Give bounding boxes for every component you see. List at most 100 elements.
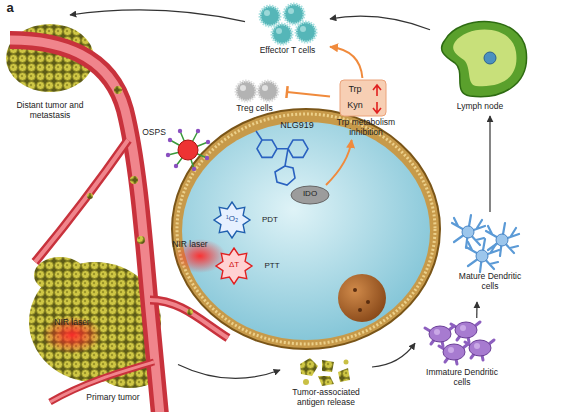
treg-group: Treg cells (222, 78, 287, 122)
node-label: Mature Dendritic cells (454, 272, 526, 291)
callout-label: OSPS (138, 128, 170, 138)
cell-membrane (172, 109, 440, 349)
chain-end (196, 129, 200, 133)
antigen-group: Tumor-associated antigen release (280, 352, 372, 412)
node-label: Treg cells (222, 104, 287, 114)
node-label: Tumor-associated antigen release (286, 388, 366, 407)
down-arrow (373, 102, 381, 113)
lymph-node: Lymph node (430, 18, 530, 116)
node-label: Trp (342, 84, 368, 94)
antigen-dot (303, 379, 309, 385)
ptt-star-shape (216, 248, 252, 284)
treg-cell (258, 81, 278, 101)
vessel-branch (35, 140, 128, 262)
metabolism-box: TrpKynTrp metabolism inhibition (330, 78, 402, 140)
dendritic-group: Immature Dendritic cells (415, 318, 510, 390)
tumor-cell: NLG919IDO ¹O₂ PDT ΔT PTT (172, 109, 440, 349)
flow-arrow (476, 302, 477, 318)
chain-end (178, 129, 182, 133)
node-label: PTT (254, 262, 290, 271)
t-cell (284, 4, 304, 24)
organelle-dot (353, 288, 357, 292)
node-label: ¹O₂ (218, 215, 246, 224)
flow-arrow (70, 10, 245, 22)
lymph-node-core (453, 30, 516, 87)
flow-arrow (330, 47, 362, 78)
cell-fragment (300, 358, 318, 376)
circulating-cell (130, 176, 138, 184)
antigen-dot (344, 360, 349, 365)
t-cell (296, 22, 316, 42)
immature-dc (451, 322, 480, 342)
lymph-cell (484, 52, 496, 64)
nanoparticle-core (178, 140, 198, 160)
node-label: Trp metabolism inhibition (330, 118, 402, 137)
organelle (338, 274, 386, 322)
molecule (256, 131, 308, 185)
node-label: ΔT (220, 261, 248, 270)
node-label: Primary tumor (68, 393, 158, 403)
callout-label: NIR laser (48, 318, 96, 328)
laser-glow (42, 316, 102, 354)
flow-arrow (489, 116, 490, 212)
panel-letter: a (3, 1, 17, 16)
up-arrow (373, 85, 381, 96)
node-label: Distant tumor and metastasis (10, 101, 90, 120)
immature-dc (439, 344, 468, 364)
chain-end (206, 140, 210, 144)
node-label: Effector T cells (245, 46, 330, 56)
chain-end (174, 164, 178, 168)
trp-box (340, 80, 386, 116)
circulating-cell (87, 193, 93, 199)
callout-label: NIR laser (168, 240, 212, 250)
dendritic-group: Mature Dendritic cells (440, 212, 540, 302)
ptt-star: ΔT PTT (214, 246, 294, 286)
flow-arrow (178, 364, 280, 378)
chain-end (168, 138, 172, 142)
flow-arrow (330, 16, 430, 30)
node-label: Kyn (342, 100, 368, 110)
pdt-star: ¹O₂ PDT (212, 200, 292, 240)
chain-end (205, 156, 209, 160)
immature-dc (425, 326, 454, 346)
tumor-cluster: Primary tumor (28, 255, 178, 407)
circulating-cell (114, 86, 122, 94)
node-label: Immature Dendritic cells (423, 368, 501, 387)
immature-dc (465, 340, 494, 360)
t-cell (260, 6, 280, 26)
organelle-dot (366, 300, 370, 304)
node-label: IDO (290, 190, 330, 199)
flow-arrow (372, 343, 415, 367)
tumor-cluster: Distant tumor and metastasis (0, 15, 100, 123)
node-label: PDT (252, 216, 288, 225)
circulating-cell (137, 236, 145, 244)
chain-end (192, 167, 196, 171)
t-cell-group: Effector T cells (245, 2, 330, 58)
t-cell (272, 24, 292, 44)
flow-arrow (326, 140, 352, 185)
node-label: Lymph node (430, 102, 530, 112)
primary-tumor-lobe (34, 257, 86, 293)
lymph-node-shape (442, 22, 527, 97)
blood-vessel (10, 40, 160, 412)
cell-fragment (322, 360, 334, 372)
circulating-cell (187, 309, 193, 315)
vessel-lumen (10, 40, 160, 412)
pdt-star-shape (214, 202, 250, 238)
organelle-dot (358, 308, 362, 312)
enzyme-ellipse: IDO (290, 185, 330, 205)
ido-enzyme (291, 186, 329, 204)
chain-end (166, 153, 170, 157)
vessel-lumen (35, 140, 128, 262)
membrane-texture (177, 114, 435, 344)
cell-fragment (338, 368, 350, 382)
cell-fragment (318, 376, 334, 386)
mature-dc (466, 239, 499, 272)
inhibit-connector (287, 92, 330, 97)
treg-cell (236, 81, 256, 101)
node-label: NLG919 (267, 120, 327, 130)
cytoplasm (182, 122, 430, 340)
